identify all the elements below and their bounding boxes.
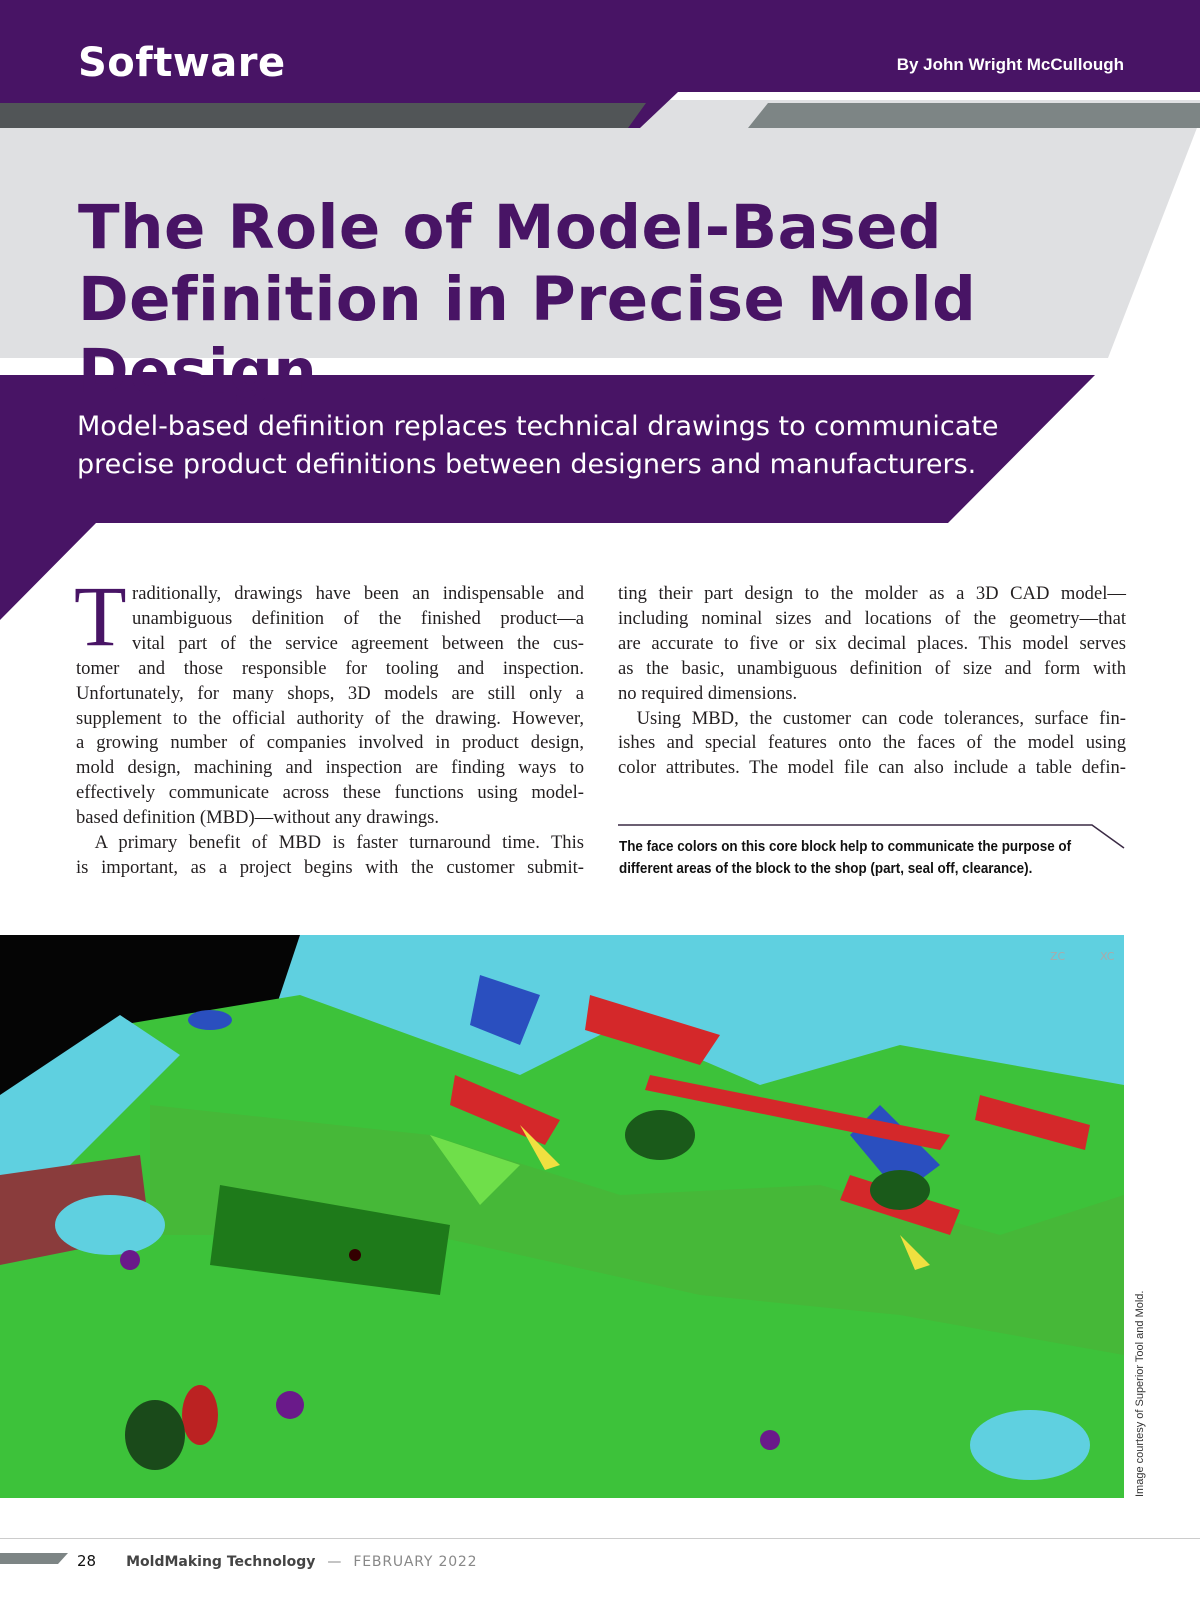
article-dek: Model-based definition replaces technica…: [77, 411, 999, 480]
body-text-line: including nominal sizes and locations of…: [618, 607, 1126, 629]
body-text-line: supplement to the official authority of …: [76, 707, 584, 729]
body-text-line: raditionally, drawings have been an indi…: [132, 583, 584, 604]
body-text-line: no required dimensions.: [618, 682, 798, 704]
image-caption: The face colors on this core block help …: [619, 839, 1072, 877]
issue-date: FEBRUARY 2022: [353, 1554, 478, 1570]
page-number: 28: [77, 1552, 97, 1570]
byline: By John Wright McCullough: [896, 55, 1124, 74]
magazine-name: MoldMaking Technology: [126, 1554, 316, 1570]
body-text-line: Using MBD, the customer can code toleran…: [618, 707, 1126, 729]
body-text-line: mold design, machining and inspection ar…: [76, 757, 584, 779]
body-text-line: A primary benefit of MBD is faster turna…: [76, 832, 584, 854]
axis-label: XC: [1100, 950, 1115, 963]
title-band: [0, 100, 1200, 358]
body-text-line: ting their part design to the molder as …: [618, 583, 1126, 604]
article-title: The Role of Model-Based Definition in Pr…: [78, 192, 1200, 408]
dark-bar: [0, 103, 646, 128]
body-text-line: based definition (MBD)—without any drawi…: [76, 807, 440, 829]
axis-label: ZC: [1050, 950, 1066, 963]
body-text-line: is important, as a project begins with t…: [76, 856, 584, 878]
footer-bar: [0, 1553, 68, 1564]
drop-cap: T: [74, 568, 127, 664]
caption-rule: [618, 824, 1125, 849]
dek-band: [0, 375, 1095, 620]
body-text-line: unambiguous definition of the finished p…: [132, 607, 584, 629]
section-label: Software: [78, 40, 286, 86]
body-text-line: as the basic, unambiguous definition of …: [618, 657, 1126, 679]
body-text-line: tomer and those responsible for tooling …: [76, 657, 584, 679]
footer: 28 MoldMaking Technology — FEBRUARY 2022: [77, 1552, 477, 1570]
body-text-line: effectively communicate across these fun…: [76, 782, 584, 804]
core-block-cad-image: ZC XC: [0, 935, 1124, 1498]
body-text-line: vital part of the service agreement betw…: [132, 632, 584, 654]
title-line: The Role of Model-Based: [78, 192, 943, 263]
image-credit: Image courtesy of Superior Tool and Mold…: [1134, 1290, 1146, 1497]
title-line: Definition in Precise Mold Design: [78, 264, 977, 407]
body-text-line: color attributes. The model file can als…: [618, 757, 1126, 779]
header-graphics: [0, 0, 1200, 620]
body-text-line: Unfortunately, for many shops, 3D models…: [76, 682, 584, 704]
light-bar: [748, 103, 1200, 128]
body-text-line: are accurate to five or six decimal plac…: [618, 632, 1126, 654]
footer-dash: —: [327, 1554, 342, 1570]
footer-rule: [0, 1538, 1200, 1539]
body-column-2: ting their part design to the molder as …: [618, 582, 1126, 781]
body-text-line: ishes and special features onto the face…: [618, 732, 1126, 754]
body-text-line: a growing number of companies involved i…: [76, 732, 584, 754]
body-column-1: raditionally, drawings have been an indi…: [76, 582, 584, 881]
